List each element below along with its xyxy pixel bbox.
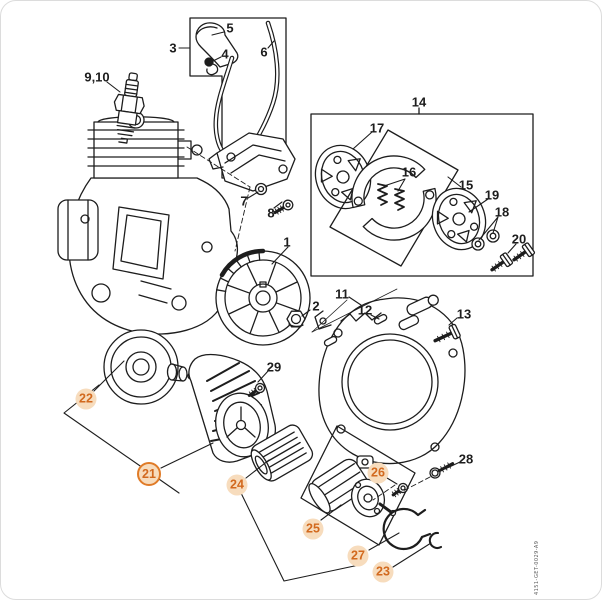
e-clip [428, 531, 443, 550]
part-callout-13: 13 [456, 306, 472, 322]
screw-26 [391, 482, 409, 498]
screw-29 [247, 382, 266, 398]
part-callout-24: 24 [226, 474, 248, 496]
part-callout-19: 19 [484, 187, 500, 203]
part-callout-18: 18 [494, 204, 510, 220]
flywheel-nut [286, 310, 306, 328]
part-callout-1: 1 [283, 234, 291, 250]
part-callout-29: 29 [266, 359, 282, 375]
starter-box [300, 425, 416, 546]
fan-housing [314, 294, 466, 469]
pawl-spring [382, 507, 432, 551]
part-callout-14: 14 [411, 94, 427, 110]
bolt-13 [433, 323, 461, 343]
part-callout-4: 4 [221, 46, 229, 62]
screw-8 [273, 199, 294, 215]
part-callout-8: 8 [267, 205, 275, 221]
part-callout-2: 2 [312, 298, 320, 314]
part-callout-20: 20 [511, 231, 527, 247]
clutch-drum [103, 329, 195, 405]
part-callout-28: 28 [458, 451, 474, 467]
part-callout-5: 5 [226, 20, 234, 36]
part-callout-25: 25 [302, 518, 324, 540]
part-callout-16: 16 [401, 164, 417, 180]
splined-sleeve [250, 424, 314, 482]
clutch-box [310, 107, 536, 277]
fan-cover [188, 353, 277, 463]
spark-plug [113, 72, 145, 144]
part-callout-9-10: 9,10 [84, 69, 110, 85]
engine-assembly [57, 111, 238, 335]
assembly-dashed-lines [186, 146, 431, 501]
drawing-id: 4151-GET-0029-A9 [534, 540, 540, 595]
flywheel [215, 248, 311, 346]
part-callout-27: 27 [347, 545, 369, 567]
part-callout-11: 11 [335, 286, 349, 302]
ignition-module [208, 132, 296, 192]
part-callout-7: 7 [240, 193, 248, 209]
part-callout-22: 22 [75, 388, 97, 410]
part-callout-15: 15 [458, 177, 474, 193]
part-callout-17: 17 [369, 120, 385, 136]
part-callout-3: 3 [169, 40, 177, 56]
part-callout-12: 12 [357, 302, 373, 318]
part-callout-6: 6 [260, 44, 268, 60]
bolt-28 [429, 462, 455, 479]
part-callout-26: 26 [367, 462, 389, 484]
ignition-lead-box [189, 17, 287, 179]
part-callout-21: 21 [137, 462, 161, 486]
part-callout-23: 23 [372, 561, 394, 583]
washer-7 [254, 182, 268, 196]
